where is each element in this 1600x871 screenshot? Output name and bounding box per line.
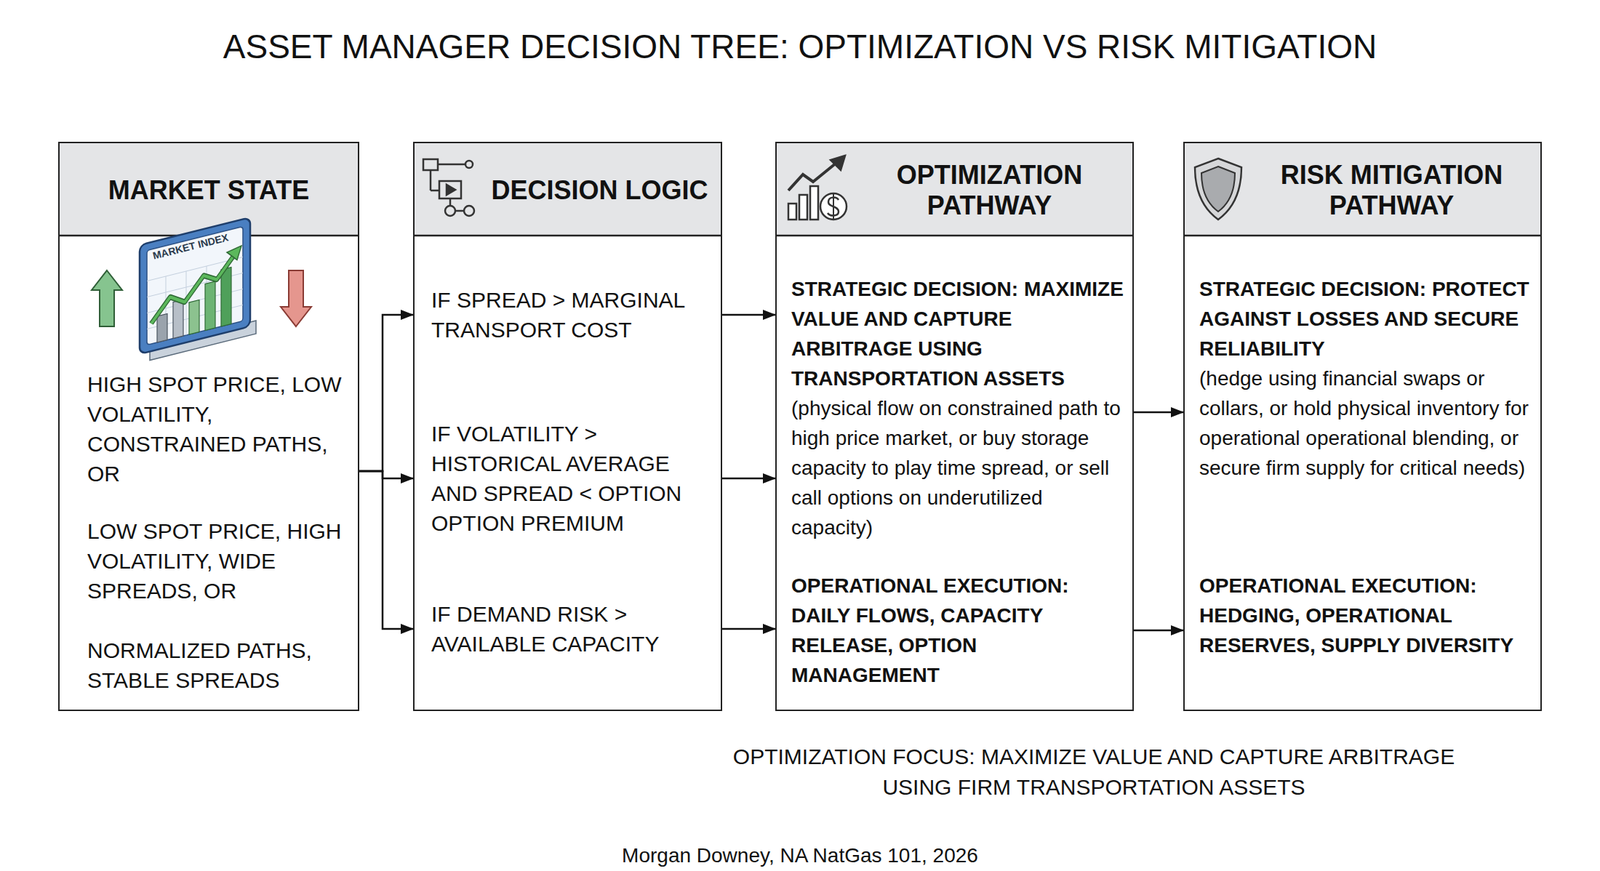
icon-part [820, 193, 847, 220]
column-text: NORMALIZED PATHS, STABLE SPREADS [87, 635, 350, 696]
icon-part [205, 281, 216, 331]
icon-part [775, 234, 1134, 238]
column-heading: OPTIMIZATION PATHWAY [850, 143, 1128, 238]
column-text: HIGH SPOT PRICE, LOW VOLATILITY, CONSTRA… [87, 369, 350, 489]
icon-part [449, 198, 452, 206]
icon-part [146, 226, 243, 346]
icon-part [423, 159, 438, 171]
icon-part [810, 186, 819, 220]
icon-part [151, 253, 236, 324]
icon-part [465, 160, 473, 168]
flow-arrow [1133, 411, 1184, 414]
icon-part [429, 170, 432, 191]
icon-part [146, 257, 243, 346]
icon-part [1183, 234, 1542, 238]
icon-part [832, 193, 835, 220]
column-heading: DECISION LOGIC [482, 143, 717, 238]
icon-part [430, 189, 440, 192]
flow-arrow [359, 314, 414, 472]
column-heading: MARKET STATE [64, 143, 354, 238]
flowchart-icon [423, 159, 475, 216]
flow-arrow [1133, 629, 1184, 632]
caption: Morgan Downey, NA NatGas 101, 2026 [436, 843, 1164, 869]
column-text: OPERATIONAL EXECUTION: DAILY FLOWS, CAPA… [791, 570, 1128, 691]
icon-part [455, 210, 464, 213]
icon-part [437, 163, 466, 166]
icon-part [173, 299, 184, 339]
illustration-label: MARKET INDEX [151, 231, 230, 262]
focus-note: OPTIMIZATION FOCUS: MAXIMIZE VALUE AND C… [730, 741, 1458, 803]
icon-part [799, 194, 808, 220]
icon-part [1194, 158, 1242, 220]
icon-part [446, 184, 456, 195]
down-arrow [280, 270, 312, 327]
diagram-title: ASSET MANAGER DECISION TREE: OPTIMIZATIO… [0, 26, 1600, 67]
column-text: IF SPREAD > MARGINAL TRANSPORT COST [431, 285, 712, 345]
icon-part [413, 234, 723, 238]
market-illustration [139, 216, 256, 363]
icon-part [830, 155, 846, 171]
column-box: DECISION LOGIC IF SPREAD > MARGINAL TRANS… [413, 141, 723, 712]
flow-arrow [722, 477, 776, 480]
column-box: RISK MITIGATION PATHWAY STRATEGIC DECISIO… [1183, 141, 1542, 712]
flow-arrow [722, 314, 776, 317]
icon-part [226, 245, 242, 263]
column-text: (physical flow on constrained path to hi… [791, 393, 1128, 543]
flow-arrow [359, 471, 414, 630]
icon-part [1201, 166, 1235, 212]
column-text: OPERATIONAL EXECUTION: HEDGING, OPERATIO… [1199, 570, 1536, 661]
column-text: IF DEMAND RISK > AVAILABLE CAPACITY [431, 599, 712, 659]
column-text: LOW SPOT PRICE, HIGH VOLATILITY, WIDE SP… [87, 516, 350, 606]
up-arrow [91, 270, 123, 327]
shield-icon [1194, 158, 1242, 220]
column-box: MARKET STATE HIGH SPOT PRICE, LOW VOLATIL… [58, 141, 360, 712]
chart-dollar-icon [788, 155, 847, 220]
column-text: (hedge using financial swaps or collars,… [1199, 363, 1536, 483]
column-text: STRATEGIC DECISION: MAXIMIZE VALUE AND C… [791, 274, 1128, 394]
icon-part [139, 217, 251, 355]
flow-arrow [359, 471, 414, 479]
icon-part [445, 205, 456, 216]
icon-part [788, 203, 797, 220]
icon-part [189, 300, 200, 335]
icon-part [439, 181, 462, 199]
icon-part [151, 253, 236, 324]
column-box: OPTIMIZATION PATHWAY STRATEGIC DECISION: … [775, 141, 1134, 712]
icon-part [221, 267, 232, 327]
icon-part [788, 162, 837, 191]
column-text: IF VOLATILITY > HISTORICAL AVERAGE AND S… [431, 418, 712, 539]
column-text: STRATEGIC DECISION: PROTECT AGAINST LOSS… [1199, 274, 1536, 364]
column-heading: RISK MITIGATION PATHWAY [1247, 143, 1536, 238]
icon-part [464, 205, 475, 216]
flow-arrow [722, 628, 776, 631]
icon-part [157, 313, 168, 342]
